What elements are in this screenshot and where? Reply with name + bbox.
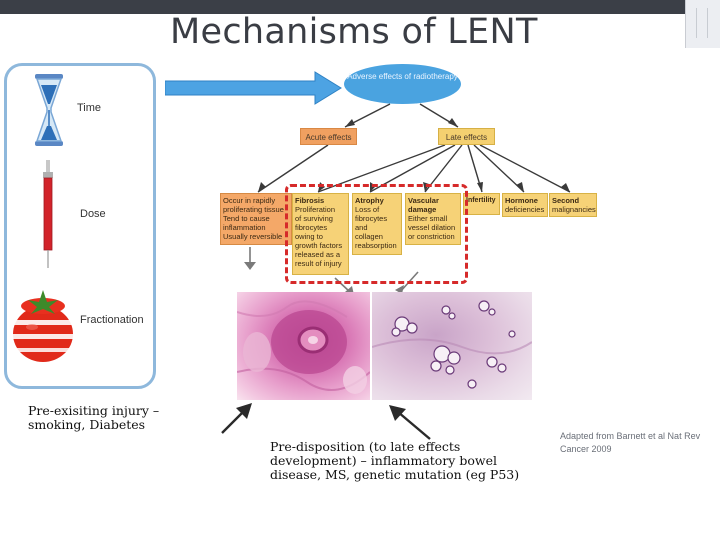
atrophy-heading: Atrophy [355, 196, 384, 205]
fibrosis-heading: Fibrosis [295, 196, 325, 205]
source-citation: Adapted from Barnett et al Nat Rev Cance… [560, 431, 701, 454]
box-malignancies: Second malignancies [549, 193, 597, 217]
atrophy-line: collagen [355, 232, 383, 241]
factor-label-fractionation: Fractionation [80, 314, 144, 326]
acute-detail-line: Tend to cause [223, 214, 270, 223]
syringe-icon [43, 160, 53, 268]
factor-label-time: Time [77, 102, 102, 114]
flow-arrow-icon [165, 71, 342, 105]
corner-tab [685, 0, 720, 48]
annotation-arrow-left [221, 403, 252, 434]
node-adverse-effects: Adverse effects of radiotherapy [344, 64, 461, 104]
atrophy-line: and [355, 223, 368, 232]
fibrosis-line: Proliferation [295, 205, 336, 214]
fibrosis-line: of surviving [295, 214, 333, 223]
factor-label-dose: Dose [80, 208, 106, 220]
tomato-icon [13, 290, 73, 362]
slide-title: Mechanisms of LENT [170, 12, 538, 52]
box-infertility: Infertility [463, 193, 500, 215]
infertility-heading: Infertility [466, 197, 496, 204]
node-acute-effects: Acute effects [300, 128, 357, 145]
acute-detail-line: proliferating tissue [223, 205, 284, 214]
late-effects-highlight [285, 184, 468, 284]
acute-detail-line: Occur in rapidly [223, 196, 276, 205]
vascular-heading: Vascular [408, 196, 439, 205]
malignancies-heading: Second [552, 196, 580, 205]
box-vascular: Vascular damage Either small vessel dila… [405, 193, 461, 245]
factors-panel [4, 63, 156, 389]
vascular-line: or constriction [408, 232, 455, 241]
caption-predisposition: Pre-disposition (to late effects develop… [270, 439, 520, 482]
vascular-line: damage [408, 205, 437, 214]
hourglass-icon [35, 74, 63, 146]
atrophy-line: Loss of [355, 205, 380, 214]
box-hormone: Hormone deficiencies [502, 193, 548, 217]
vascular-line: vessel dilation [408, 223, 456, 232]
malignancies-line: malignancies [552, 205, 596, 214]
top-bar [0, 0, 720, 14]
caption-preexisting-injury: Pre-exisiting injury – smoking, Diabetes [28, 403, 160, 432]
box-atrophy: Atrophy Loss of fibrocytes and collagen … [352, 193, 402, 255]
fibrosis-line: fibrocytes [295, 223, 328, 232]
hormone-line: deficiencies [505, 205, 545, 214]
annotation-arrow-right [389, 405, 431, 440]
fibrosis-line: released as a [295, 250, 341, 259]
histology-image-atrophy [372, 292, 532, 400]
fibrosis-line: owing to [295, 232, 323, 241]
fibrosis-line: growth factors [295, 241, 343, 250]
fibrosis-line: result of injury [295, 259, 342, 268]
atrophy-line: reabsorption [355, 241, 397, 250]
histology-image-fibrosis [237, 292, 370, 400]
acute-detail-line: Usually reversible [223, 232, 283, 241]
atrophy-line: fibrocytes [355, 214, 388, 223]
vascular-line: Either small [408, 214, 448, 223]
node-late-effects: Late effects [438, 128, 495, 145]
box-fibrosis: Fibrosis Proliferation of surviving fibr… [292, 193, 349, 275]
box-acute-detail: Occur in rapidly proliferating tissue Te… [220, 193, 292, 245]
acute-detail-line: inflammation [223, 223, 266, 232]
hormone-heading: Hormone [505, 196, 538, 205]
